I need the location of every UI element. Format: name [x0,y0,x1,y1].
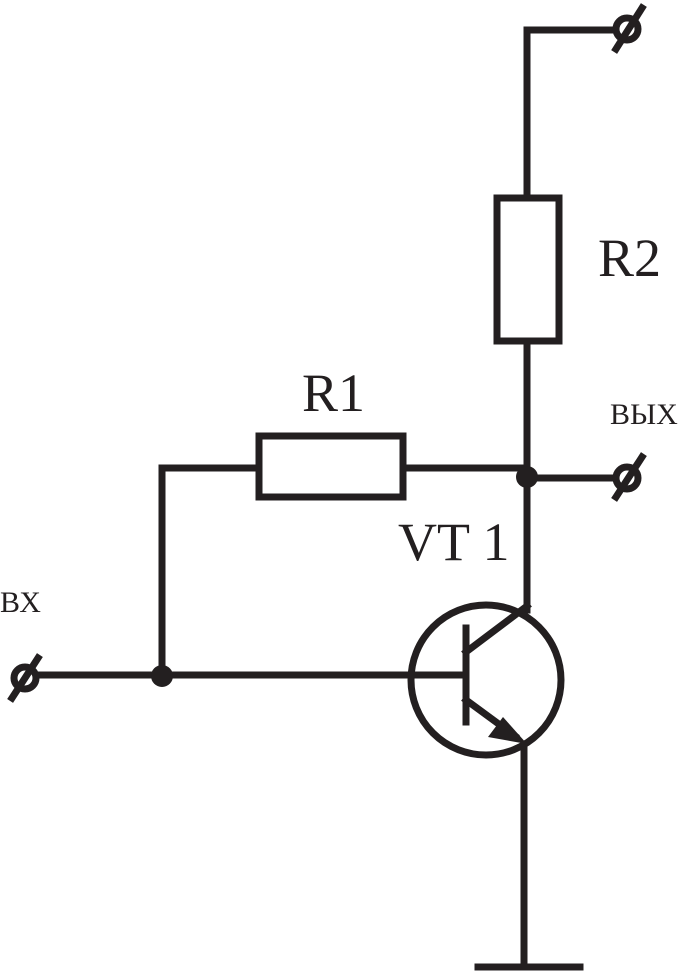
supply-wire [523,26,624,202]
label-r2: R2 [598,228,661,288]
resistor-r2 [493,194,563,345]
label-r1: R1 [302,363,365,423]
input-terminal [7,653,43,703]
label-input: ВХ [0,586,41,619]
transistor-envelope [407,601,565,759]
label-vt1: VT 1 [398,512,510,572]
resistor-r1 [255,432,407,501]
feedback-wire-left [158,464,263,679]
junction-input-dot [151,665,173,687]
transistor-collector [461,601,532,657]
emitter-arrow [488,717,527,744]
junction-output-dot [516,466,538,488]
supply-terminal [611,3,647,54]
output-terminal [611,452,647,502]
label-output: ВЫХ [610,398,678,431]
transistor-vt1 [407,601,565,759]
